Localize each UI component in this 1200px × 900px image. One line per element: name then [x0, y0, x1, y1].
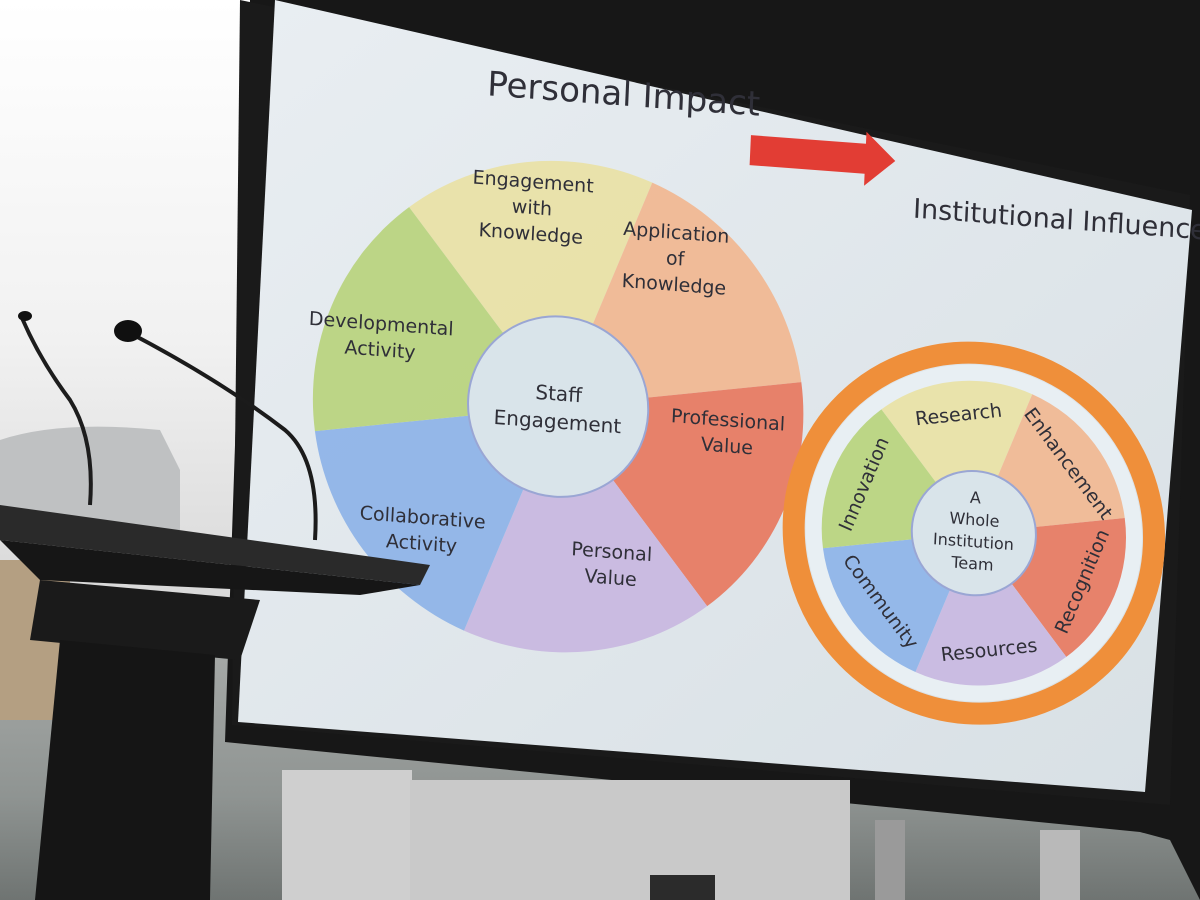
arrow-icon [749, 131, 896, 186]
railing-post [875, 820, 905, 900]
staff-engagement-wheel: Staff Engagement EngagementwithKnowledge… [308, 160, 804, 653]
right-hub-line-1: A [970, 488, 982, 508]
podium [0, 505, 430, 900]
right-hub-line-4: Team [950, 552, 994, 574]
window-pane-bottom [282, 770, 412, 900]
left-wheel-segment-label: Value [584, 565, 637, 591]
left-wheel-segment-label: Activity [386, 530, 458, 557]
left-wheel-segment [409, 160, 653, 334]
left-hub-label-line1: Staff [535, 380, 584, 408]
slide-content: Personal Impact Institutional Influence … [308, 64, 1200, 725]
microphone-right [114, 320, 318, 541]
wall-panel [410, 780, 850, 900]
right-hub-line-2: Whole [949, 508, 1000, 531]
right-wheel-segment [881, 380, 1033, 483]
right-wheel-hub [910, 469, 1037, 597]
left-wheel-segment-label: Value [700, 433, 753, 459]
right-wheel-outer-ring [782, 341, 1166, 725]
window-mullion [1040, 830, 1080, 900]
left-wheel-segment [312, 207, 504, 432]
right-wheel-segment [821, 409, 937, 549]
right-wheel-segment [997, 394, 1125, 527]
right-wheel-segment [1011, 517, 1127, 657]
left-wheel-segment [463, 479, 708, 653]
left-wheel-segment [612, 382, 804, 607]
left-wheel-hub [467, 315, 650, 498]
right-wheel-segment [822, 539, 951, 673]
left-wheel-segment-label: Activity [344, 336, 416, 363]
left-wheel-segment-label: with [511, 196, 552, 221]
left-wheel-segment [592, 182, 802, 398]
wall-socket [650, 875, 715, 900]
left-wheel-segment-label: of [665, 247, 686, 270]
right-wheel-segment [915, 583, 1067, 686]
microphone-left [18, 311, 93, 506]
left-wheel-segment [314, 415, 524, 631]
